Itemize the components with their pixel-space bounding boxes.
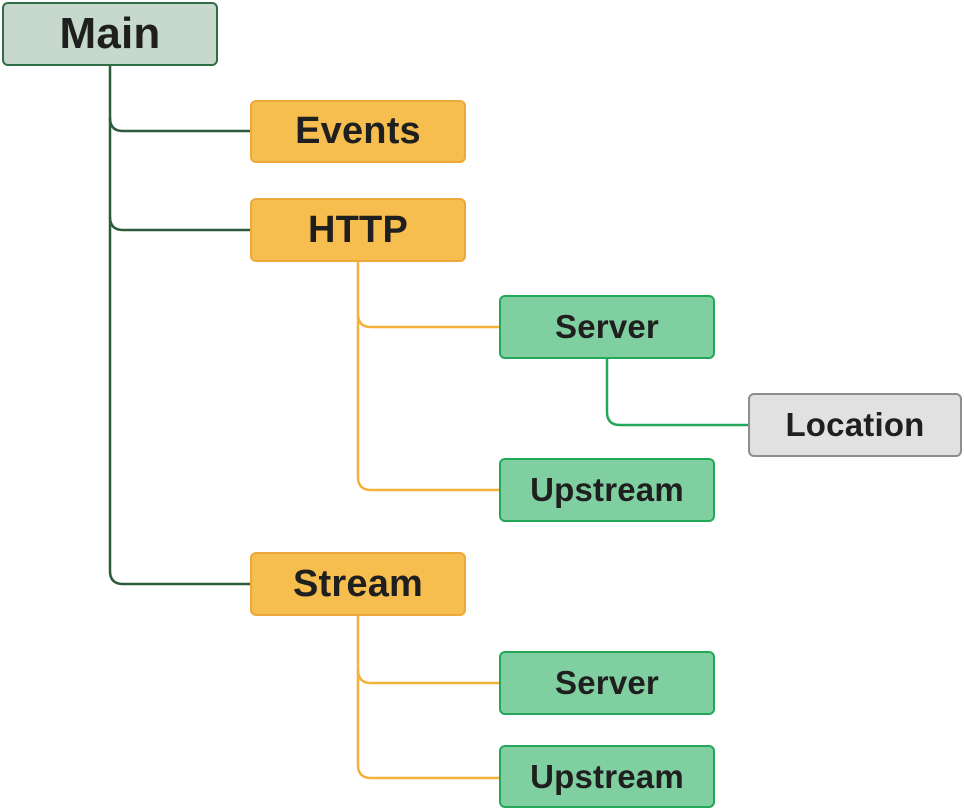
http-server-label: Server [555, 308, 659, 345]
stream-upstream-label: Upstream [530, 757, 684, 795]
http-connectors [356, 262, 499, 492]
http-node: HTTP [250, 198, 466, 262]
http-upstream-node: Upstream [499, 458, 715, 522]
http-label: HTTP [307, 208, 408, 251]
location-label: Location [785, 406, 925, 443]
http-server-node: Server [499, 295, 715, 359]
stream-upstream-node: Upstream [499, 745, 715, 808]
events-node: Events [250, 100, 466, 163]
server-to-location-connector [605, 359, 748, 427]
http-upstream-label: Upstream [530, 471, 684, 508]
location-node: Location [748, 393, 962, 457]
stream-to-server-connector [356, 616, 499, 685]
stream-connectors [356, 616, 499, 780]
stream-label: Stream [292, 562, 424, 605]
stream-server-label: Server [555, 664, 659, 701]
main-to-stream-connector [108, 217, 250, 586]
stream-node: Stream [250, 552, 466, 616]
main-to-events-connector [108, 66, 250, 133]
stream-server-node: Server [499, 651, 715, 715]
main-node: Main [2, 2, 218, 66]
http-to-server-connector [356, 262, 499, 329]
events-label: Events [295, 110, 421, 152]
main-label: Main [59, 9, 161, 58]
main-connectors [108, 66, 250, 586]
main-to-http-connector [108, 118, 250, 232]
stream-to-upstream-connector [356, 670, 499, 780]
server-connectors [605, 359, 748, 427]
http-to-upstream-connector [356, 314, 499, 492]
